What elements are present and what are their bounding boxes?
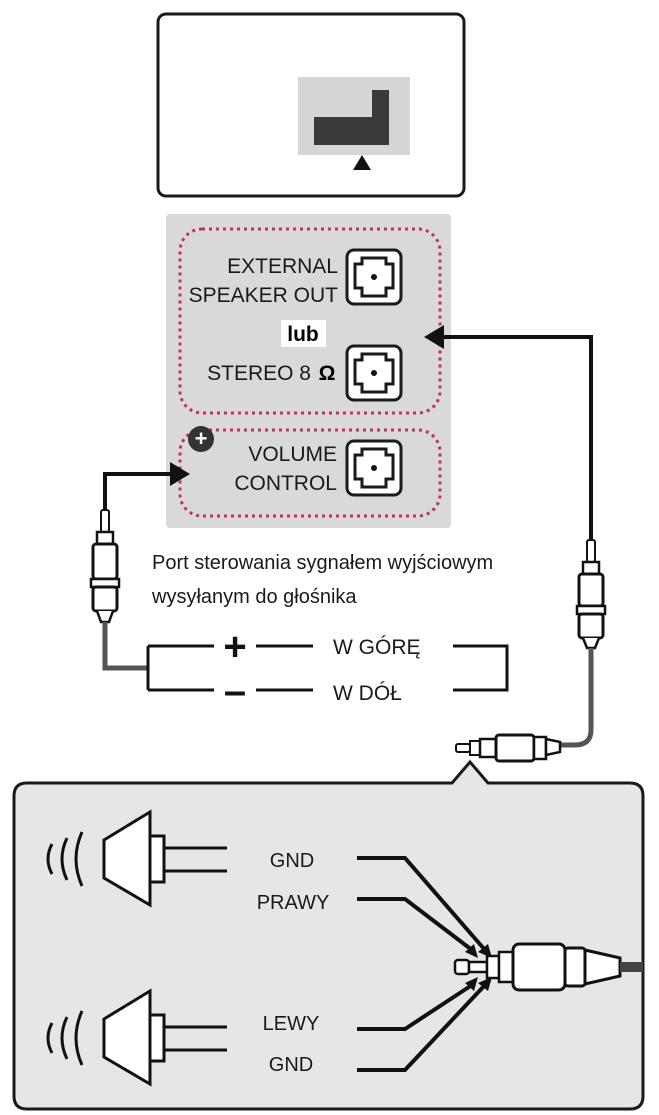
wire-label-gnd-bottom: GND bbox=[269, 1054, 313, 1076]
down-sign: – bbox=[224, 669, 246, 713]
wire-label-left: LEWY bbox=[263, 1013, 320, 1035]
volume-control-group bbox=[178, 428, 442, 518]
sound-waves-icon bbox=[46, 1010, 84, 1066]
volume-label-line2: CONTROL bbox=[234, 472, 337, 495]
volume-port-caption-line2: wysyłanym do głośnika bbox=[151, 586, 357, 608]
volume-control-plug bbox=[89, 509, 148, 671]
plus-marker: + bbox=[195, 426, 208, 451]
stereo-jack[interactable] bbox=[345, 344, 403, 402]
up-sign: + bbox=[223, 625, 246, 669]
speaker-right bbox=[46, 809, 227, 908]
external-label-line1: EXTERNAL bbox=[227, 255, 338, 278]
device-top-view bbox=[156, 12, 466, 198]
wiring-callout: GND PRAWY LEWY GND bbox=[12, 759, 645, 1111]
volume-control-jack[interactable] bbox=[345, 439, 403, 497]
speaker-connection-arrow bbox=[424, 325, 593, 540]
volume-label-line1: VOLUME bbox=[248, 443, 337, 466]
or-label-highlight bbox=[281, 320, 326, 347]
down-label: W DÓŁ bbox=[333, 682, 402, 705]
external-label-line2: SPEAKER OUT bbox=[189, 284, 339, 307]
plug-wires bbox=[357, 856, 487, 1072]
sound-waves-icon bbox=[46, 831, 84, 887]
small-stereo-plug bbox=[455, 733, 562, 763]
port-location-icon bbox=[314, 90, 389, 145]
speaker-out-plug bbox=[560, 539, 607, 748]
speaker-out-group bbox=[178, 227, 442, 415]
wire-label-right: PRAWY bbox=[257, 892, 330, 914]
volume-connection-arrow bbox=[103, 462, 190, 510]
wire-label-gnd-top: GND bbox=[270, 850, 314, 872]
or-label: lub bbox=[287, 323, 319, 346]
up-down-switch: + – W GÓRĘ W DÓŁ bbox=[146, 625, 509, 713]
stereo-plug-large bbox=[453, 942, 643, 992]
ohm-symbol: Ω bbox=[319, 362, 336, 385]
up-label: W GÓRĘ bbox=[333, 636, 421, 659]
port-panel: EXTERNAL SPEAKER OUT lub STEREO 8 Ω + VO… bbox=[166, 214, 451, 528]
plus-marker-icon: + bbox=[188, 426, 214, 452]
speaker-left bbox=[46, 988, 227, 1087]
stereo-label: STEREO 8 bbox=[207, 362, 311, 385]
speaker-out-jack[interactable] bbox=[345, 248, 403, 306]
wire-arrowheads bbox=[465, 944, 492, 991]
volume-port-caption-line1: Port sterowania sygnałem wyjściowym bbox=[152, 552, 493, 574]
port-pointer-arrow bbox=[353, 155, 371, 170]
